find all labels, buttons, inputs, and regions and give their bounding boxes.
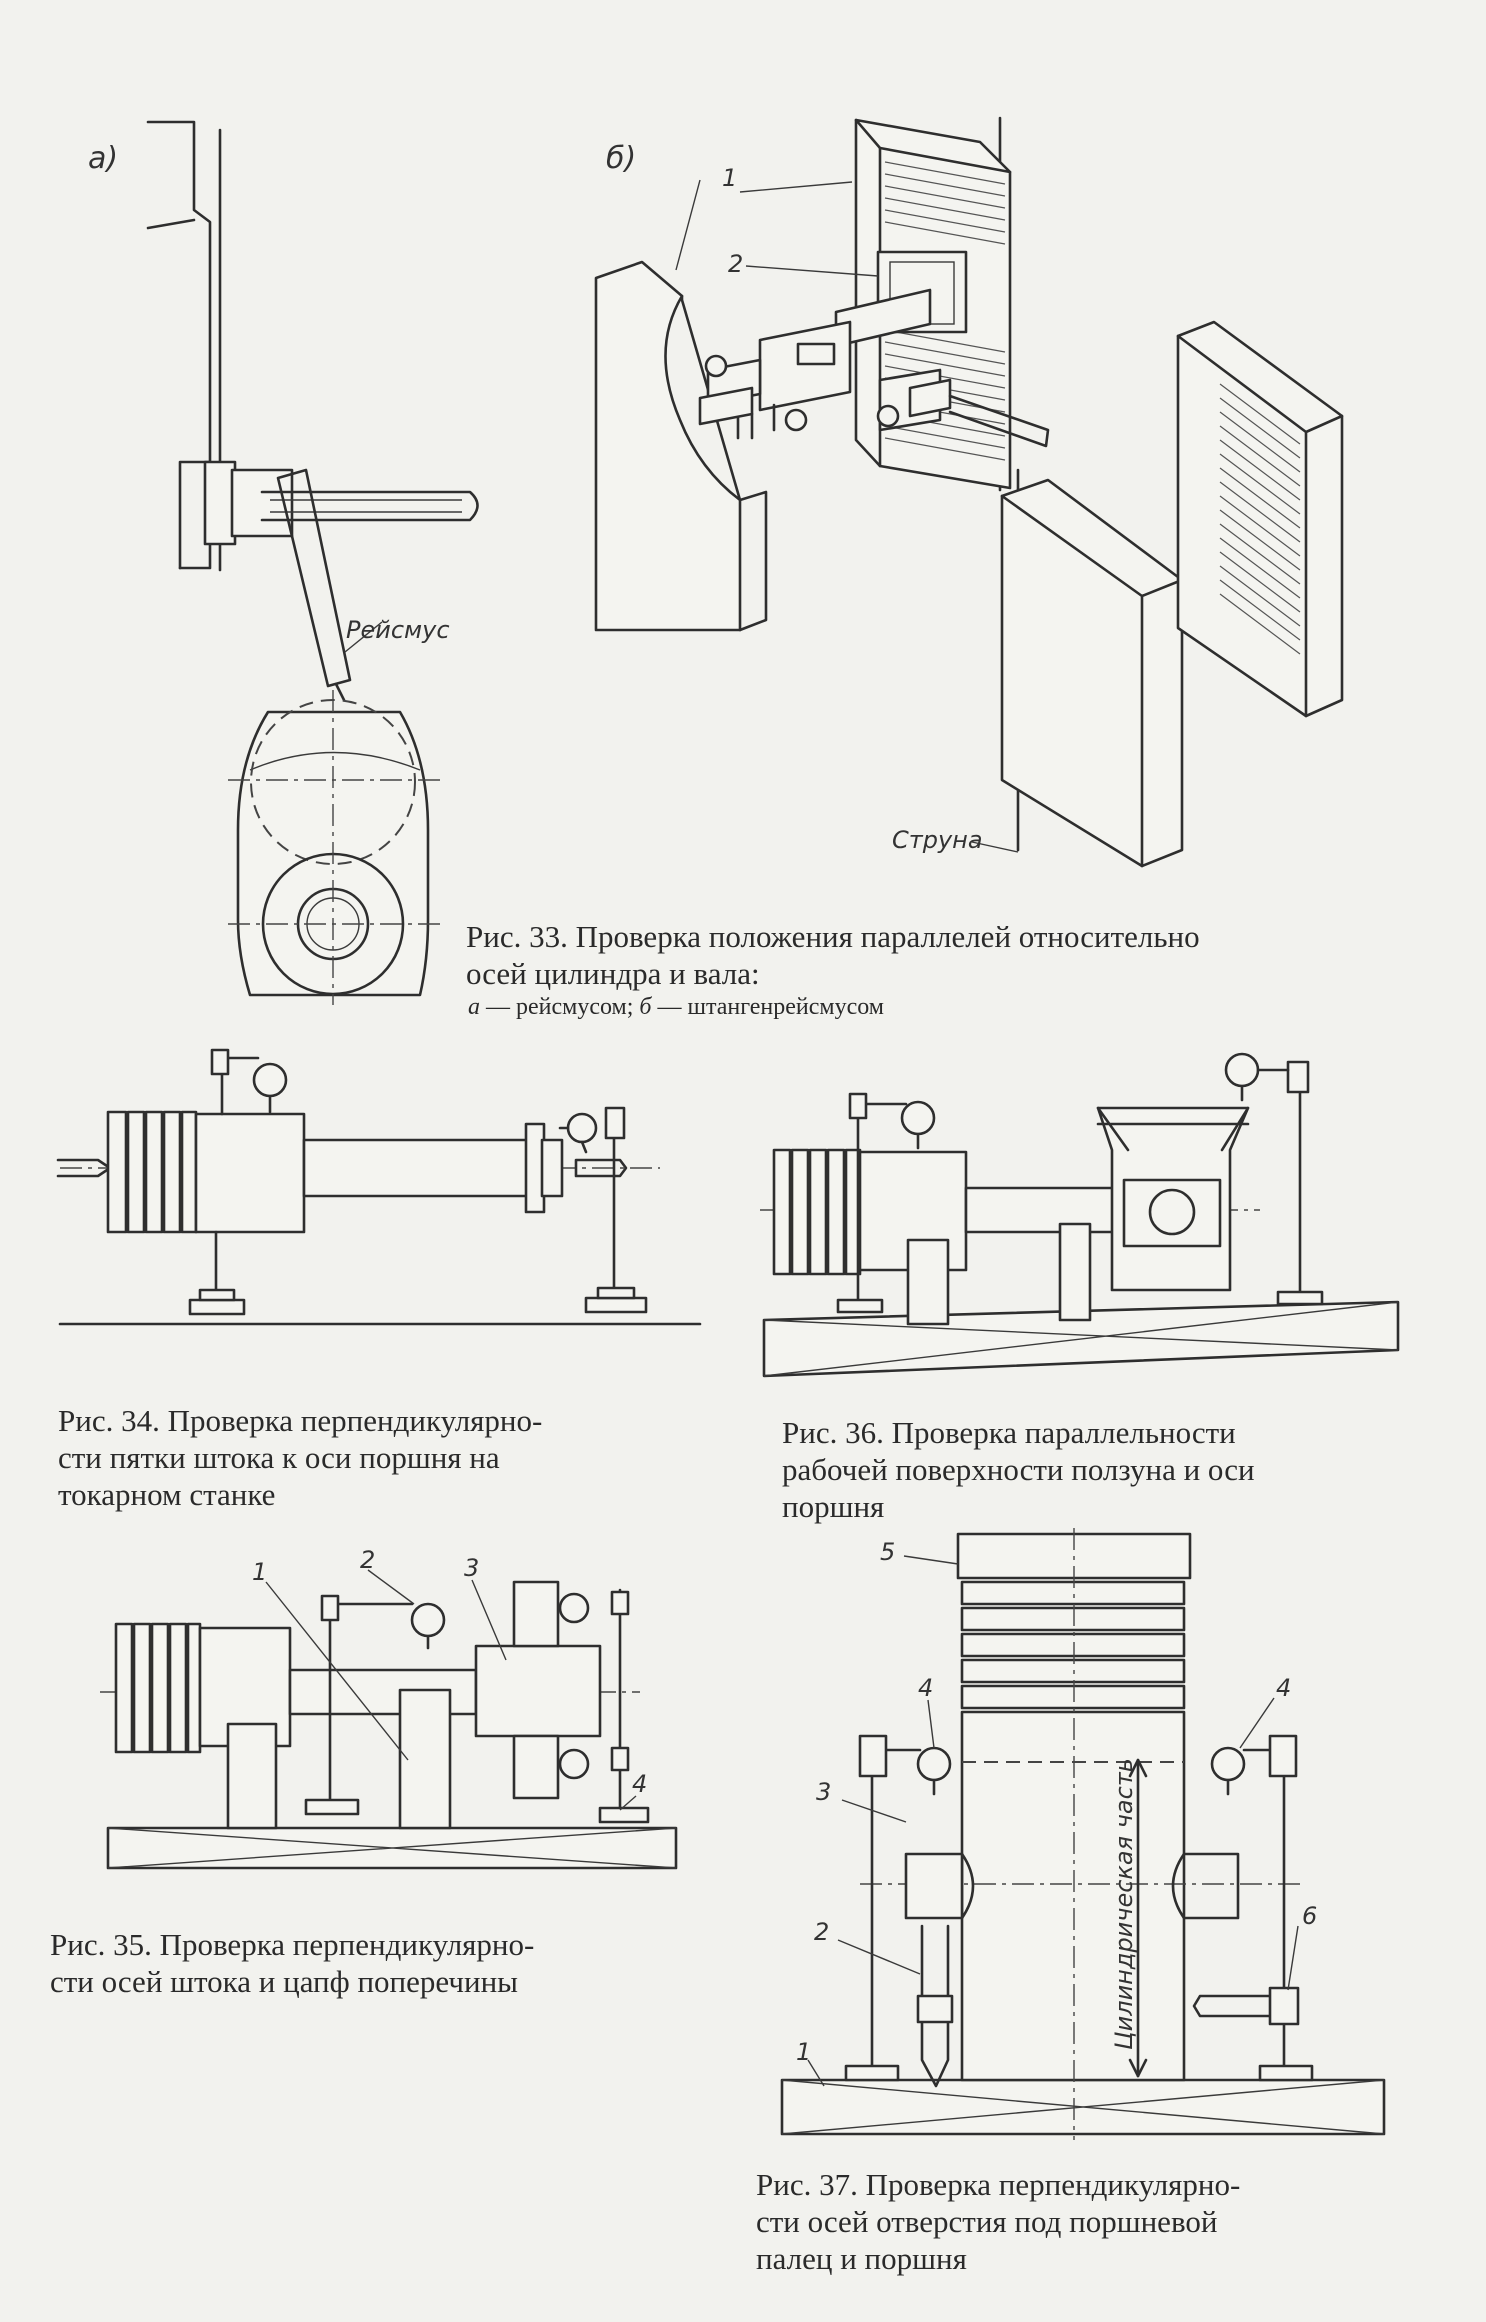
callout-2: 2 — [814, 1918, 829, 1946]
callout-3: 3 — [464, 1554, 479, 1582]
legend-a-text: — рейсмусом; — [480, 994, 640, 1020]
caption-line: Рис. 37. Проверка перпендикулярно- — [756, 2167, 1241, 2202]
fig33-caption: Рис. 33. Проверка положения параллелей о… — [466, 918, 1426, 992]
fig34-caption: Рис. 34. Проверка перпендикулярно- сти п… — [58, 1402, 698, 1513]
caption-line: токарном станке — [58, 1477, 276, 1512]
callout-4-left: 4 — [918, 1674, 933, 1702]
callout-4-right: 4 — [1276, 1674, 1291, 1702]
fig37-caption: Рис. 37. Проверка перпендикулярно- сти о… — [756, 2166, 1396, 2277]
legend-b-text: — штангенрейсмусом — [651, 994, 884, 1020]
callout-2: 2 — [360, 1546, 375, 1574]
callout-4: 4 — [632, 1770, 647, 1798]
fig33-panel-b-label: б) — [606, 141, 636, 176]
callout-3: 3 — [816, 1778, 831, 1806]
fig37-drawing: Цилиндрическая часть 5 4 4 3 2 6 1 — [780, 1528, 1386, 2140]
caption-line: Рис. 33. Проверка положения параллелей о… — [466, 919, 1200, 954]
cylindrical-part-label: Цилиндрическая часть — [1110, 1758, 1138, 2050]
callout-2: 2 — [728, 250, 743, 278]
fig34-drawing — [56, 1048, 702, 1326]
caption-line: поршня — [782, 1489, 885, 1524]
caption-line: Рис. 34. Проверка перпендикулярно- — [58, 1403, 543, 1438]
reismus-label: Рейсмус — [346, 616, 450, 644]
callout-6: 6 — [1302, 1902, 1317, 1930]
legend-a-letter: а — [468, 994, 480, 1020]
fig33-panel-a-drawing: а) Рейсмус — [88, 120, 479, 1005]
caption-line: сти осей штока и цапф поперечины — [50, 1964, 518, 1999]
legend-b-letter: б — [639, 994, 652, 1020]
caption-line: сти пятки штока к оси поршня на — [58, 1440, 500, 1475]
caption-line: осей цилиндра и вала: — [466, 956, 760, 991]
fig35-caption: Рис. 35. Проверка перпендикулярно- сти о… — [50, 1926, 710, 2000]
fig33-legend: а — рейсмусом; б — штангенрейсмусом — [468, 994, 884, 1021]
struna-label: Струна — [892, 826, 983, 854]
caption-line: палец и поршня — [756, 2241, 967, 2276]
fig33-panel-b-drawing: б) 1 2 — [594, 116, 1344, 868]
caption-line: сти осей отверстия под поршневой — [756, 2204, 1218, 2239]
callout-1: 1 — [722, 164, 737, 192]
fig36-drawing — [760, 1052, 1400, 1378]
fig36-caption: Рис. 36. Проверка параллельности рабочей… — [782, 1414, 1422, 1525]
fig33-panel-a-label: а) — [88, 141, 118, 176]
callout-1: 1 — [252, 1558, 267, 1586]
caption-line: Рис. 36. Проверка параллельности — [782, 1415, 1236, 1450]
caption-line: рабочей поверхности ползуна и оси — [782, 1452, 1255, 1487]
callout-1: 1 — [796, 2038, 811, 2066]
callout-5: 5 — [880, 1538, 895, 1566]
caption-line: Рис. 35. Проверка перпендикулярно- — [50, 1927, 535, 1962]
fig35-drawing: 1 2 3 4 — [100, 1546, 678, 1870]
